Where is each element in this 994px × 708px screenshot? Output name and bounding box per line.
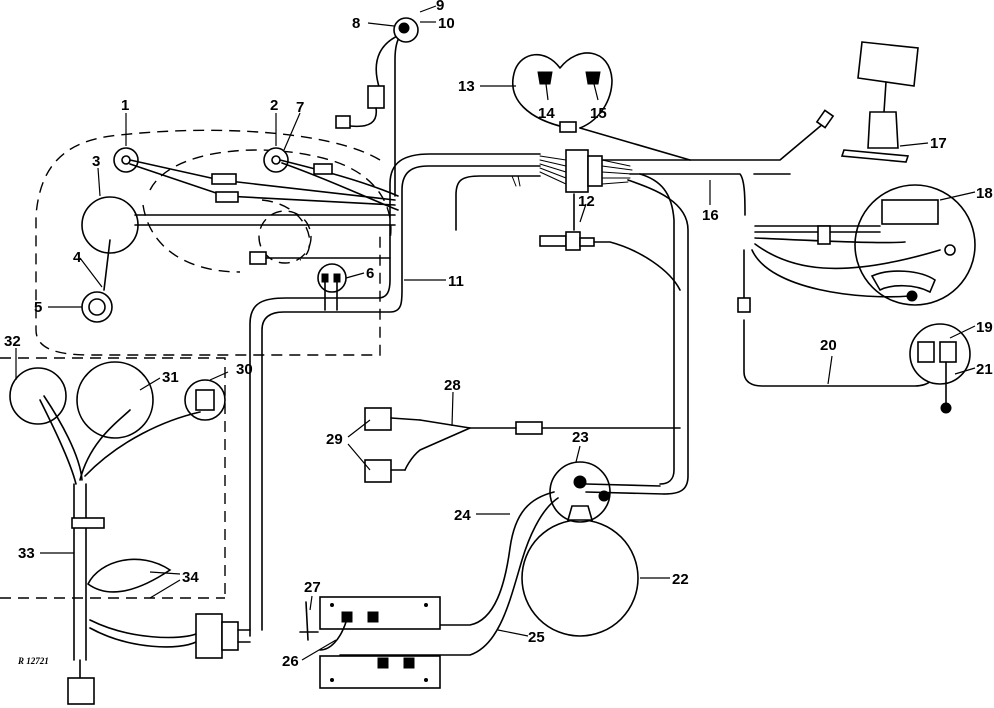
callout-11: 11 bbox=[448, 273, 464, 290]
callout-32: 32 bbox=[4, 333, 21, 350]
callout-6: 6 bbox=[366, 265, 374, 282]
light-harness-28-29 bbox=[364, 407, 681, 483]
callout-10: 10 bbox=[438, 15, 455, 32]
callout-27: 27 bbox=[304, 579, 321, 596]
callout-16: 16 bbox=[702, 207, 719, 224]
callout-5: 5 bbox=[34, 299, 42, 316]
callout-31: 31 bbox=[162, 369, 179, 386]
callout-14: 14 bbox=[538, 105, 555, 122]
sensor-12-lower bbox=[539, 193, 681, 291]
callout-22: 22 bbox=[672, 571, 689, 588]
callout-20: 20 bbox=[820, 337, 837, 354]
callout-1: 1 bbox=[121, 97, 129, 114]
connector-12 bbox=[455, 149, 633, 231]
leader-lines bbox=[15, 5, 976, 661]
callout-33: 33 bbox=[18, 545, 35, 562]
callout-19: 19 bbox=[976, 319, 993, 336]
harness-16 bbox=[599, 117, 831, 495]
callout-18: 18 bbox=[976, 185, 993, 202]
callout-34: 34 bbox=[182, 569, 199, 586]
callout-2: 2 bbox=[270, 97, 278, 114]
assembly-18 bbox=[751, 184, 976, 306]
callout-17: 17 bbox=[930, 135, 947, 152]
sender-17 bbox=[815, 41, 919, 163]
callout-28: 28 bbox=[444, 377, 461, 394]
callout-25: 25 bbox=[528, 629, 545, 646]
callout-7: 7 bbox=[296, 99, 304, 116]
callout-23: 23 bbox=[572, 429, 589, 446]
callout-8: 8 bbox=[352, 15, 360, 32]
left-lower-components bbox=[9, 361, 251, 705]
callout-21: 21 bbox=[976, 361, 993, 378]
callout-24: 24 bbox=[454, 507, 471, 524]
reference-code: R 12721 bbox=[17, 656, 49, 666]
callout-30: 30 bbox=[236, 361, 253, 378]
callout-labels: 1 2 3 4 5 6 7 8 9 10 11 12 13 14 15 16 1… bbox=[4, 0, 993, 670]
left-components bbox=[81, 17, 419, 323]
callout-29: 29 bbox=[326, 431, 343, 448]
callout-4: 4 bbox=[73, 249, 82, 266]
harness-13 bbox=[512, 52, 691, 161]
callout-9: 9 bbox=[436, 0, 444, 14]
terminal-strip-26-27 bbox=[299, 596, 441, 689]
assembly-19-20-21 bbox=[737, 249, 971, 414]
assembly-22-23 bbox=[339, 461, 665, 656]
callout-3: 3 bbox=[92, 153, 100, 170]
main-harness-11 bbox=[249, 153, 541, 637]
callout-15: 15 bbox=[590, 105, 607, 122]
callout-26: 26 bbox=[282, 653, 299, 670]
callout-13: 13 bbox=[458, 78, 475, 95]
callout-12: 12 bbox=[578, 193, 595, 210]
dashboard-outline bbox=[0, 129, 392, 599]
